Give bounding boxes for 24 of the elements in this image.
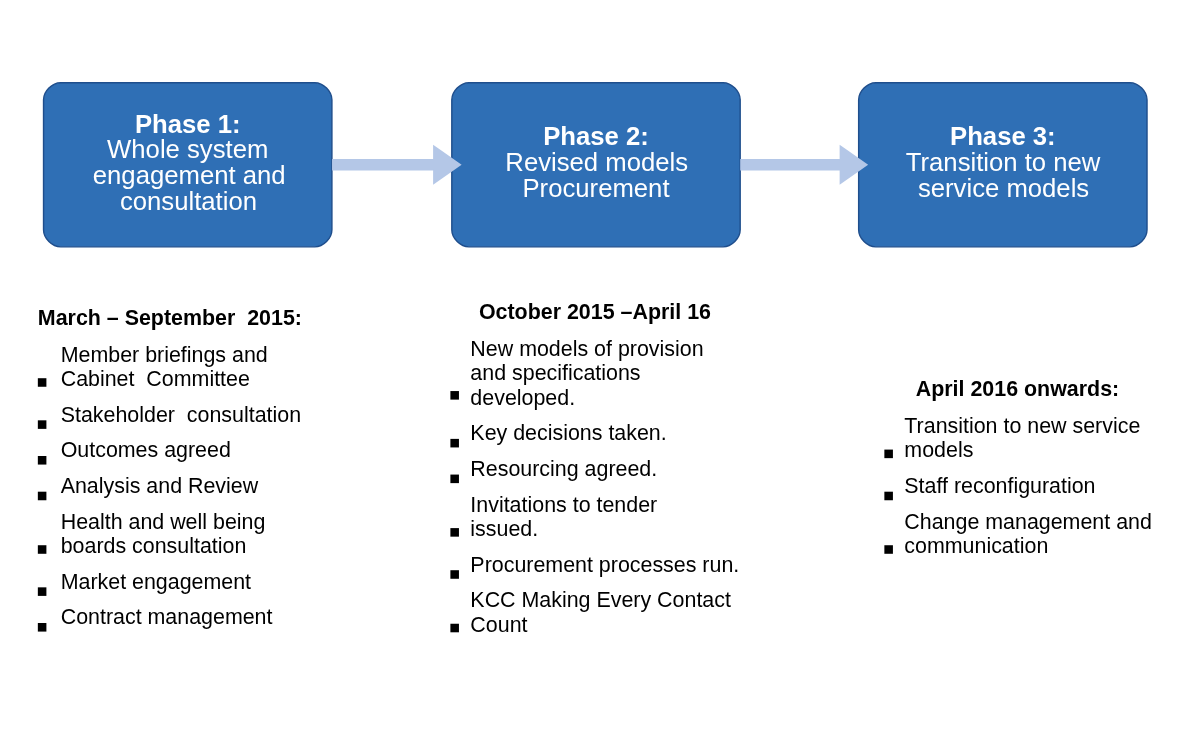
node-label: Contract management: [60, 605, 273, 630]
node-label: Resourcing agreed.: [470, 456, 658, 481]
node-label: Stakeholder consultation: [60, 402, 302, 427]
node-box: Phase 2: Revised models Procurement: [451, 82, 741, 248]
node-label: Procurement processes run.: [470, 552, 740, 577]
arrow: [332, 144, 462, 185]
node-label: Key decisions taken.: [470, 421, 667, 446]
node-label: Change management and communication: [904, 509, 1152, 559]
node-label: Analysis and Review: [60, 474, 259, 499]
arrow: [740, 144, 869, 185]
node-label: Staff reconfiguration: [904, 474, 1096, 499]
node-label: April 2016 onwards:: [915, 377, 1120, 402]
node-label: October 2015 –April 16: [478, 299, 711, 324]
node-label: Health and well being boards consultation: [60, 509, 266, 559]
node-box: Phase 1: Whole system engagement and consultation: [42, 82, 333, 248]
node-label: March – September 2015:: [37, 305, 302, 330]
node-label: KCC Making Every Contact Count: [470, 588, 731, 637]
node-label: Transition to new service models: [904, 414, 1141, 463]
node-label: New models of provision and specifications developed.: [470, 337, 704, 410]
node-box: Phase 3: Transition to new service models: [857, 82, 1148, 248]
node-label: Market engagement: [60, 569, 252, 594]
node-label: Outcomes agreed: [60, 438, 231, 463]
node-label: Invitations to tender issued.: [470, 492, 658, 541]
node-label: Member briefings and Cabinet Committee: [60, 342, 268, 392]
